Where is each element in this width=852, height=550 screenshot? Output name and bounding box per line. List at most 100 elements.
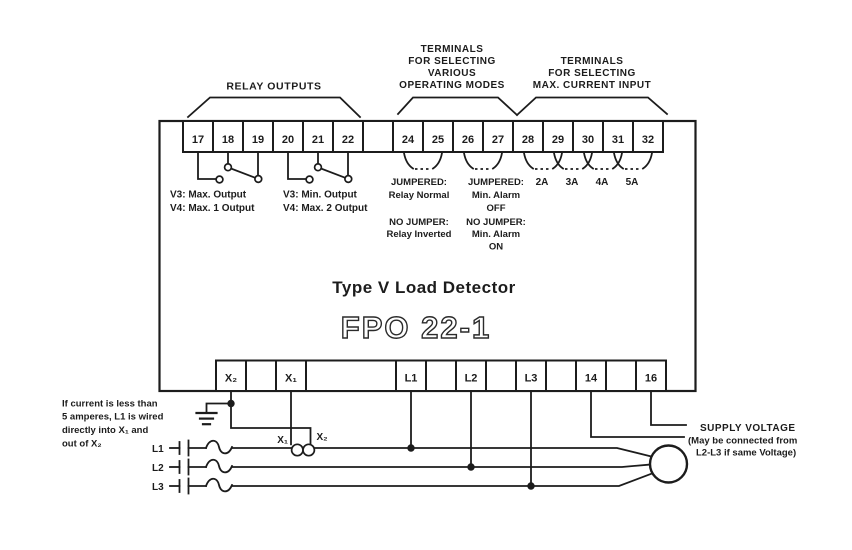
contact-pivot (313, 163, 323, 172)
relay-contact-symbol-max (197, 151, 263, 184)
operating-modes-header-line4: OPERATING MODES (399, 80, 505, 91)
jumper-leg (491, 151, 504, 170)
jumper-26-27 (462, 151, 504, 170)
device-body-outline (158, 119, 697, 393)
terminal-16: 16 (635, 359, 667, 392)
device-model: FPO 22-1 (341, 310, 491, 345)
alarm-mode-note: JUMPERED: Min. Alarm OFF NO JUMPER: Min.… (466, 177, 526, 253)
conductor (231, 472, 654, 487)
terminal-label: 28 (522, 134, 534, 146)
terminal-label: X₂ (225, 373, 237, 385)
terminal-22: 22 (332, 120, 364, 153)
terminal-25: 25 (422, 120, 454, 153)
jumper-leg (581, 151, 594, 170)
terminal-box (545, 359, 577, 392)
terminal-blank (545, 359, 577, 392)
terminal-label: L2 (465, 373, 478, 385)
conductor (231, 463, 652, 468)
relay-outputs-brace (186, 96, 362, 119)
terminal-31: 31 (602, 120, 634, 153)
current-input-header-line1: TERMINALS (561, 56, 624, 67)
jumper-leg (641, 151, 654, 170)
contact-pivot (223, 163, 233, 172)
relay-mode-note: JUMPERED: Relay Normal NO JUMPER: Relay … (387, 177, 452, 240)
terminal-32: 32 (632, 120, 664, 153)
terminal-blank (605, 359, 637, 392)
terminal-blank-23 (362, 120, 394, 153)
contact-point (344, 174, 353, 184)
feed-line-label: L3 (152, 482, 164, 493)
jumper-leg (612, 151, 625, 170)
terminal-label: L3 (525, 373, 538, 385)
top-terminal-strip: 17 18 19 20 21 22 24 25 26 27 28 29 30 3… (182, 120, 664, 153)
feed-line-label: L1 (152, 444, 164, 455)
terminal-box (245, 359, 277, 392)
rating-5a: 5A (626, 177, 639, 188)
terminal-label: 14 (585, 373, 598, 385)
operating-modes-brace (396, 96, 519, 117)
junction-dot (467, 463, 475, 471)
terminal-26: 26 (452, 120, 484, 153)
terminal-blank (485, 359, 517, 392)
ct-symbol: X₁ X₂ (277, 432, 328, 457)
supply-note-line1: SUPPLY VOLTAGE (700, 423, 796, 434)
contact-point (215, 175, 224, 184)
terminal-21: 21 (302, 120, 334, 153)
supply-wire-16 (650, 390, 687, 426)
terminal-blank (425, 359, 457, 392)
terminal-l3: L3 (515, 359, 547, 392)
supply-note-line2: (May be connected from (688, 436, 797, 447)
terminal-label: 20 (282, 134, 294, 146)
relay-nojumper-effect: Relay Inverted (387, 229, 452, 240)
rating-2a: 2A (536, 177, 549, 188)
operating-modes-header-line1: TERMINALS (421, 44, 484, 55)
alarm-nojumper-label: NO JUMPER: (466, 217, 526, 228)
terminal-blank-wide (305, 359, 397, 392)
terminal-24: 24 (392, 120, 424, 153)
terminal-label: 21 (312, 134, 324, 146)
contact-blade (320, 167, 346, 179)
supply-voltage-note: SUPPLY VOLTAGE (May be connected from L2… (688, 423, 797, 459)
feed-line-l1: L1 (152, 439, 653, 458)
fuse-symbol (204, 439, 234, 455)
contact-blade (230, 167, 256, 179)
terminal-l2: L2 (455, 359, 487, 392)
operating-modes-header-line2: FOR SELECTING (408, 56, 496, 67)
min-output-note-line1: V3: Min. Output (283, 190, 358, 201)
jumper-29-30 (552, 151, 594, 170)
alarm-nojumper-effect1: Min. Alarm (472, 229, 520, 240)
terminal-label: 16 (645, 373, 657, 385)
alarm-jumpered-effect2: OFF (487, 203, 506, 214)
terminal-label: 32 (642, 134, 654, 146)
junction-dot (527, 482, 535, 490)
feed-line-l3: L3 (152, 472, 654, 495)
jumper-leg (462, 151, 475, 170)
terminal-label: 22 (342, 134, 354, 146)
terminal-label: 31 (612, 134, 624, 146)
max-output-note-line1: V3: Max. Output (170, 190, 247, 201)
terminal-14: 14 (575, 359, 607, 392)
current-input-header-line3: MAX. CURRENT INPUT (533, 80, 651, 91)
terminal-27: 27 (482, 120, 514, 153)
ct-x1-label: X₁ (277, 435, 288, 446)
terminal-box (515, 359, 547, 392)
feed-line-l2: L2 (152, 458, 652, 476)
terminal-label: 29 (552, 134, 564, 146)
x2-wire (230, 390, 312, 446)
terminal-label: 25 (432, 134, 444, 146)
terminal-x2: X₂ (215, 359, 247, 392)
ct-secondary-wiring (227, 390, 312, 446)
terminal-20: 20 (272, 120, 304, 153)
terminal-label: 18 (222, 134, 234, 146)
jumper-leg (552, 151, 565, 170)
jumper-leg (402, 151, 415, 170)
terminal-29: 29 (542, 120, 574, 153)
current-input-brace (515, 96, 669, 117)
side-note: If current is less than 5 amperes, L1 is… (62, 399, 164, 450)
rating-4a: 4A (596, 177, 609, 188)
terminal-label: 27 (492, 134, 504, 146)
jumper-leg (551, 151, 564, 170)
relay-jumpered-effect: Relay Normal (389, 190, 450, 201)
terminal-box (452, 120, 484, 153)
